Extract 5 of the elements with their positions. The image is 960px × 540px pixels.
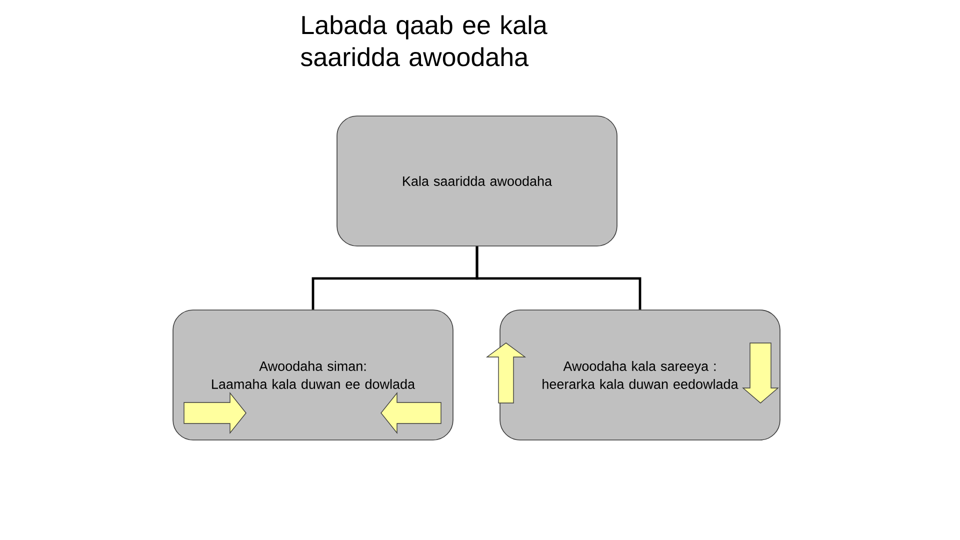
title: Labada qaab ee kala saaridda awoodaha bbox=[300, 15, 548, 66]
process-box: Kala saaridda awoodaha bbox=[336, 116, 618, 246]
connector bbox=[476, 246, 642, 310]
process-box: Awoodaha siman: Laamaha kala duwan ee dowlada bbox=[172, 310, 454, 440]
process-box: Awoodaha kala sareeya : heerarka kala duwan eedowlada bbox=[500, 310, 780, 440]
